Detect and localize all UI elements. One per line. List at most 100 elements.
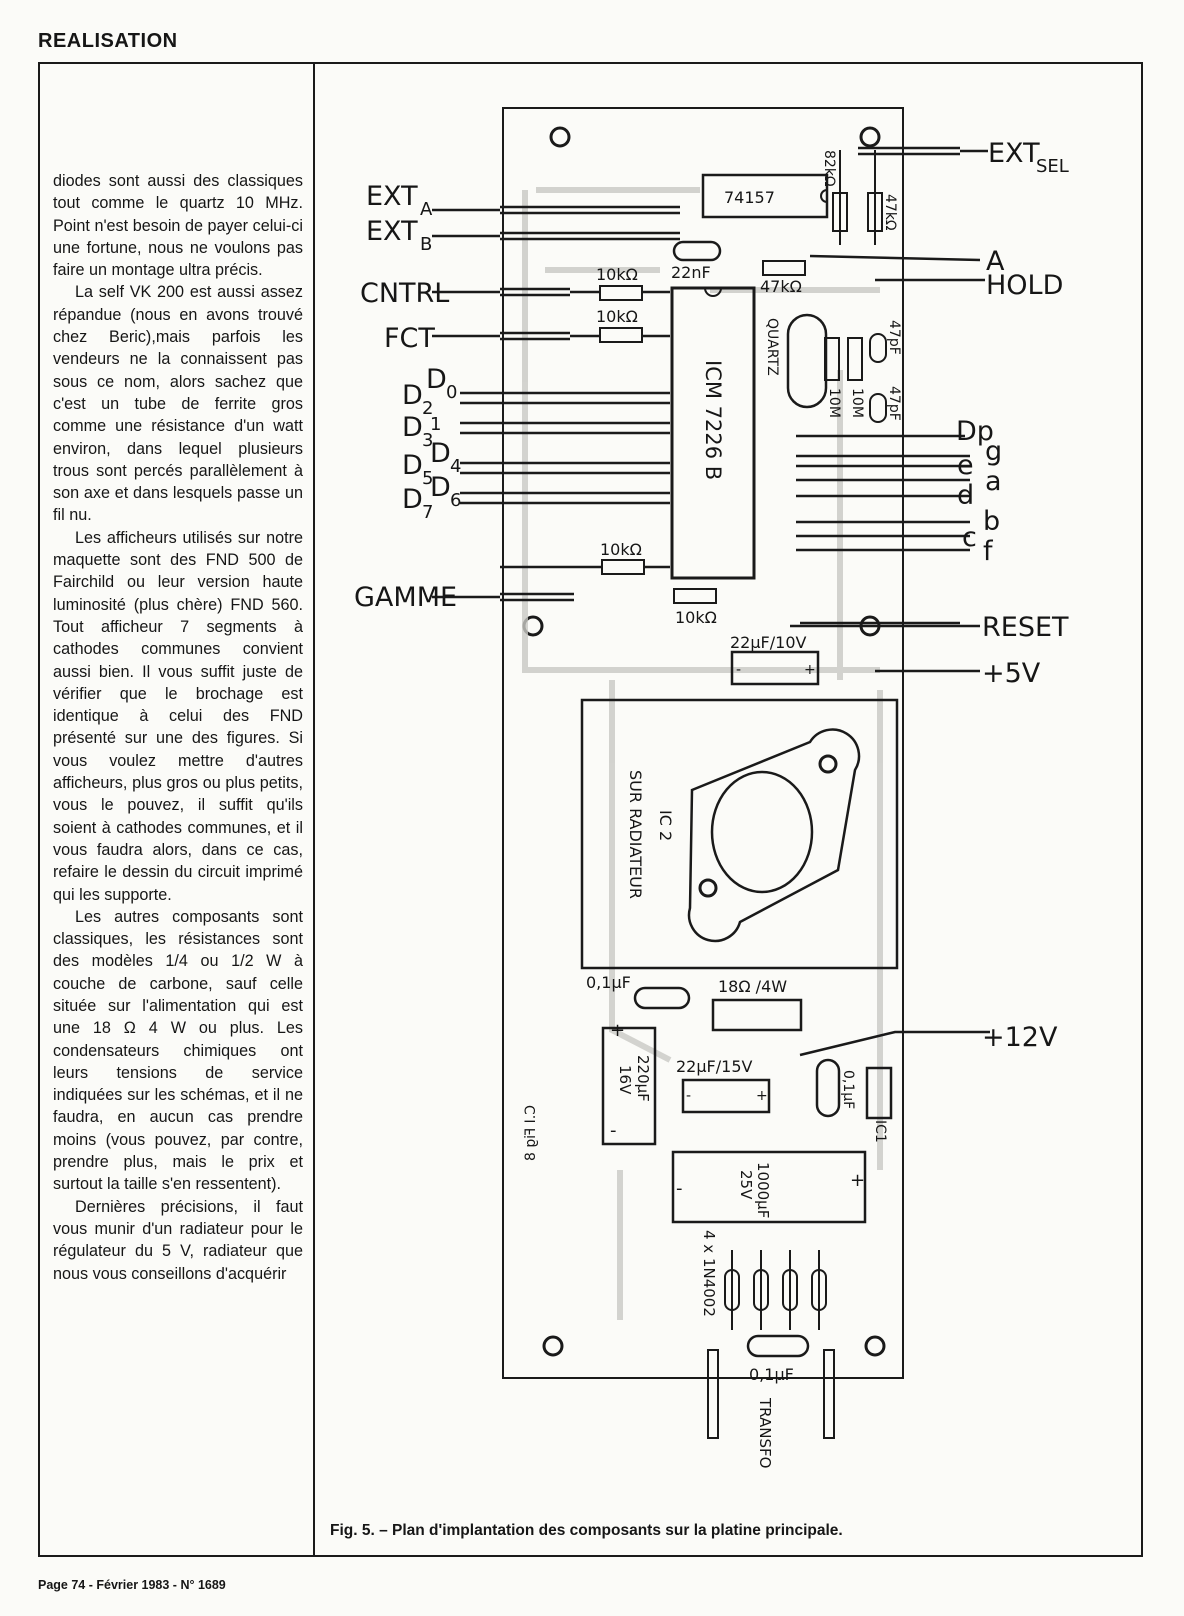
wire-segment-bus: [796, 434, 970, 552]
label-a-out: A: [986, 246, 1005, 277]
wire-ext-sel: [858, 146, 988, 156]
label-ext-a-sub: A: [420, 199, 433, 220]
article-paragraph: La self VK 200 est aussi assez répandue …: [53, 283, 303, 525]
label-d: D: [402, 412, 423, 443]
resistor-10k: [673, 588, 717, 604]
wire-a-hold: [809, 254, 985, 282]
capacitor-220uf: [601, 1026, 657, 1146]
label-c: c: [962, 522, 977, 553]
label-47k-vertical: 47kΩ: [882, 194, 898, 231]
label-plus5v: +5V: [982, 658, 1041, 689]
capacitor-1000uf: [671, 1150, 867, 1224]
article-paragraph: diodes sont aussi des classiques tout co…: [53, 172, 303, 280]
mounting-hole: [549, 126, 571, 148]
label-f: f: [983, 536, 994, 567]
label-ic1: IC1: [872, 1120, 888, 1143]
label-16v: 16V: [616, 1065, 634, 1095]
label-82k: 82kΩ: [821, 150, 837, 187]
capacitor-0-1uf-2: [815, 1058, 841, 1118]
label-ext: EXT: [366, 216, 418, 247]
label-minus: -: [736, 662, 741, 678]
label-74157: 74157: [724, 188, 775, 207]
label-ext: EXT: [366, 181, 418, 212]
label-plus: +: [756, 1088, 768, 1104]
label-d6: 6: [450, 490, 461, 511]
article-column: diodes sont aussi des classiques tout co…: [53, 170, 303, 1285]
label-10m: 10M: [826, 388, 842, 418]
heatsink: [580, 698, 899, 970]
label-g: g: [985, 436, 1002, 467]
label-47pf: 47pF: [886, 386, 902, 421]
label-e: e: [957, 450, 974, 481]
label-0-1uf: 0,1µF: [586, 973, 631, 992]
label-sur-radiateur: SUR RADIATEUR: [626, 770, 645, 899]
component-layout-diagram: EXT A EXT B CNTRL FCT D 2 D 0 D 3 1 D 5 …: [354, 107, 1069, 1468]
label-minus: -: [676, 1178, 683, 1199]
resistor-10m: [847, 337, 863, 381]
label-ic2: IC 2: [656, 810, 675, 841]
article-paragraph: Dernières précisions, il faut vous munir…: [53, 1197, 303, 1283]
label-reset: RESET: [982, 612, 1069, 643]
label-d4: 4: [450, 456, 461, 477]
label-d: D: [402, 484, 423, 515]
wire-digit-bus: [460, 391, 670, 505]
label-1000uf: 1000µF: [754, 1162, 772, 1218]
label-d: D: [402, 380, 423, 411]
label-minus: -: [610, 1120, 617, 1141]
label-18-ohm: 18Ω /4W: [718, 977, 787, 996]
wire-reset: [790, 621, 980, 628]
label-plus: +: [804, 662, 816, 678]
ic1-regulator: [865, 1066, 893, 1120]
label-10k: 10kΩ: [596, 307, 638, 326]
label-10k: 10kΩ: [675, 608, 717, 627]
label-hold: HOLD: [986, 270, 1063, 301]
to3-regulator: [687, 728, 861, 943]
column-divider: [313, 62, 315, 1557]
label-plus: +: [850, 1170, 865, 1191]
label-22nf: 22nF: [671, 263, 711, 282]
label-10k: 10kΩ: [596, 265, 638, 284]
label-25v: 25V: [737, 1170, 755, 1200]
resistor-10m: [824, 337, 840, 381]
capacitor-22nf: [672, 240, 722, 262]
label-d: d: [957, 480, 974, 511]
label-a: a: [985, 466, 1002, 497]
label-ext-b-sub: B: [420, 234, 432, 255]
label-d5: 5: [422, 468, 433, 489]
label-d7: 7: [422, 502, 433, 523]
wire-cntrl: [432, 287, 670, 297]
ic-74157: [701, 173, 829, 219]
label-d2: 2: [422, 398, 433, 419]
label-ext-sel: EXT: [988, 138, 1040, 169]
mounting-hole: [859, 126, 881, 148]
capacitor-0-1uf-3: [746, 1334, 810, 1358]
capacitor-47pf: [869, 393, 887, 423]
wire-plus12v: [799, 1030, 990, 1057]
figure-caption: Fig. 5. – Plan d'implantation des compos…: [330, 1522, 843, 1539]
label-10k: 10kΩ: [600, 540, 642, 559]
board-mark: C.I Fig 8: [523, 1105, 539, 1161]
label-47k: 47kΩ: [760, 277, 802, 296]
wire-ext-b: [432, 231, 680, 241]
label-d: D: [426, 364, 447, 395]
label-cntrl: CNTRL: [360, 278, 449, 309]
pcb-outline: [502, 107, 904, 1379]
label-plus: +: [610, 1020, 625, 1041]
quartz-crystal: [786, 313, 828, 409]
label-d: D: [430, 438, 451, 469]
mounting-hole: [542, 1335, 564, 1357]
label-plus12v: +12V: [982, 1022, 1058, 1053]
label-10m: 10M: [849, 388, 865, 418]
page-frame: [38, 62, 1143, 1557]
label-diodes: 4 x 1N4002: [700, 1230, 718, 1317]
label-0-1uf-3: 0,1µF: [749, 1365, 794, 1384]
mounting-hole: [864, 1335, 886, 1357]
wire-fct: [432, 331, 670, 341]
resistor-10k: [599, 285, 643, 301]
label-220uf: 220µF: [634, 1055, 652, 1102]
label-gamme: GAMME: [354, 582, 457, 613]
label-d1: 1: [430, 414, 441, 435]
resistor-18-ohm: [711, 998, 803, 1032]
resistor-10k: [599, 327, 643, 343]
section-title: REALISATION: [38, 30, 178, 52]
